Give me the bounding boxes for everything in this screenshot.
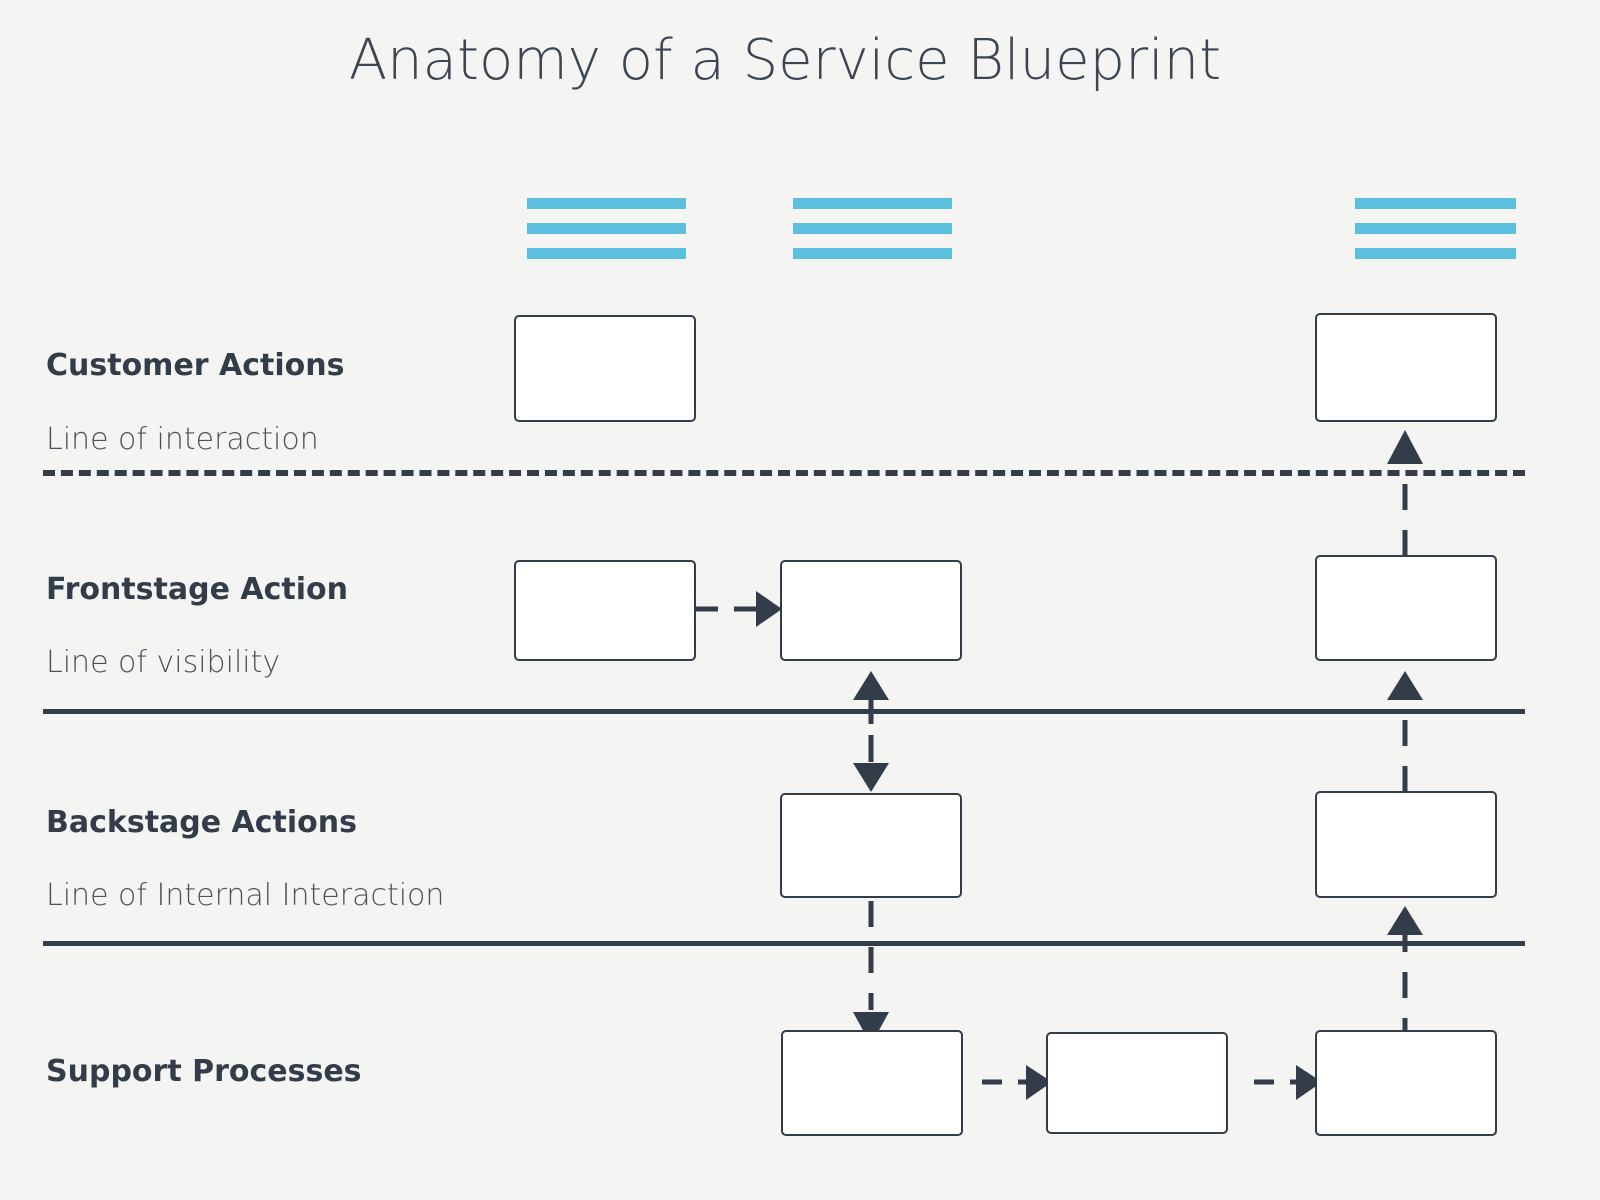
edge-front3-to-customer3: [1387, 430, 1423, 556]
lane-label-support-processes: Support Processes: [46, 1054, 362, 1089]
node-support-2[interactable]: [1046, 1032, 1228, 1134]
marker-bar: [1355, 198, 1516, 209]
edge-support2-to-support3: [1254, 1065, 1322, 1100]
node-backstage-2[interactable]: [780, 793, 962, 898]
marker-bar: [1355, 223, 1516, 234]
edge-front2-backstage2-bidirectional: [853, 671, 889, 792]
boundary-label-internal: Line of Internal Interaction: [46, 878, 445, 913]
marker-bar: [527, 248, 686, 259]
header-marker-col-1: [527, 198, 686, 259]
edge-front1-to-front2: [696, 591, 782, 627]
node-backstage-3[interactable]: [1315, 791, 1497, 898]
edge-support1-to-support2: [982, 1065, 1052, 1100]
node-support-1[interactable]: [781, 1030, 963, 1136]
lane-label-frontstage-action: Frontstage Action: [46, 572, 348, 607]
node-frontstage-1[interactable]: [514, 560, 696, 661]
boundary-label-visibility: Line of visibility: [46, 645, 281, 680]
header-marker-col-2: [793, 198, 952, 259]
edge-support3-to-backstage3: [1387, 906, 1423, 1044]
marker-bar: [793, 198, 952, 209]
page-title: Anatomy of a Service Blueprint: [348, 28, 1222, 93]
boundary-label-interaction: Line of interaction: [46, 422, 319, 457]
line-of-interaction: [43, 470, 1525, 476]
node-support-3[interactable]: [1315, 1030, 1497, 1136]
edge-backstage2-to-support1: [853, 901, 889, 1045]
line-of-internal-interaction: [43, 941, 1525, 946]
node-customer-actions-1[interactable]: [514, 315, 696, 422]
node-frontstage-3[interactable]: [1315, 555, 1497, 661]
marker-bar: [527, 223, 686, 234]
lane-label-backstage-actions: Backstage Actions: [46, 805, 358, 840]
marker-bar: [793, 223, 952, 234]
node-customer-actions-3[interactable]: [1315, 313, 1497, 422]
lane-label-customer-actions: Customer Actions: [46, 348, 345, 383]
line-of-visibility: [43, 709, 1525, 714]
marker-bar: [793, 248, 952, 259]
marker-bar: [1355, 248, 1516, 259]
header-marker-col-3: [1355, 198, 1516, 259]
node-frontstage-2[interactable]: [780, 560, 962, 661]
edge-backstage3-to-front3: [1387, 671, 1423, 792]
marker-bar: [527, 198, 686, 209]
